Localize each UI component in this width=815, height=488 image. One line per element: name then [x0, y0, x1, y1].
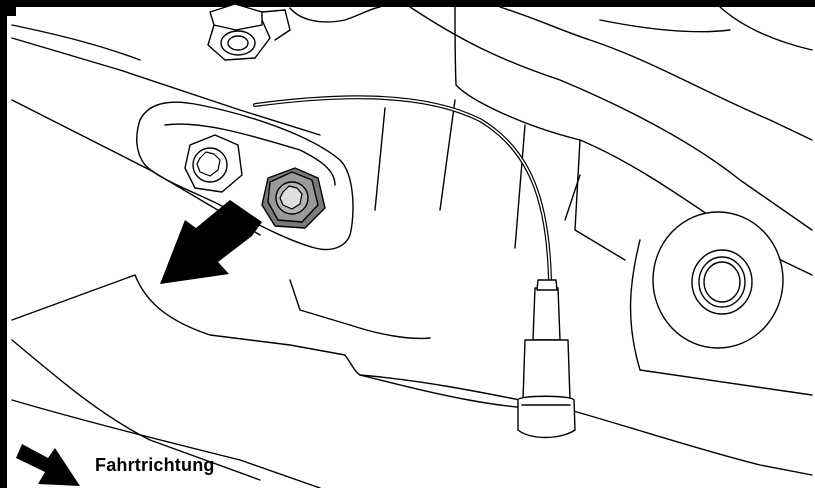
rib-4: [574, 139, 626, 261]
frame-left-bar: [0, 0, 7, 488]
direction-arrow-icon-large: [160, 200, 262, 284]
rib-5: [564, 174, 581, 221]
housing-edge-2: [454, 6, 813, 276]
bolt-bracket: [136, 101, 354, 251]
housing-edge-5: [599, 19, 731, 33]
frame-contour-top: [11, 24, 141, 61]
legend-label-fahrtrichtung: Fahrtrichtung: [95, 455, 215, 475]
hex-nut-top: [207, 3, 271, 61]
beam-top: [11, 274, 521, 401]
body-line-upper: [11, 37, 321, 136]
sensor-body: [517, 279, 576, 439]
direction-arrow-icon: [16, 444, 80, 486]
beam-mid: [289, 279, 431, 340]
bolt-bracket-inner: [164, 123, 336, 186]
frame-top-bar: [0, 0, 815, 7]
rib-2: [439, 99, 456, 211]
torx-bolt-left: [184, 134, 243, 193]
top-bracket-line: [261, 9, 291, 41]
sensor-cable-inner: [254, 96, 551, 281]
torx-bolt-right: [261, 167, 326, 229]
floor-line-1: [569, 409, 813, 476]
right-panel-line: [639, 369, 813, 396]
housing-edge-1: [409, 6, 813, 231]
rib-3: [514, 124, 526, 249]
round-boss: [652, 211, 784, 349]
rib-6: [629, 239, 641, 371]
frame-corner-block: [0, 0, 16, 16]
housing-edge-4: [719, 6, 813, 51]
beam-long-lower: [11, 399, 321, 488]
upper-right-contour: [289, 6, 381, 23]
housing-edge-3: [499, 6, 813, 141]
rib-1: [374, 107, 386, 211]
